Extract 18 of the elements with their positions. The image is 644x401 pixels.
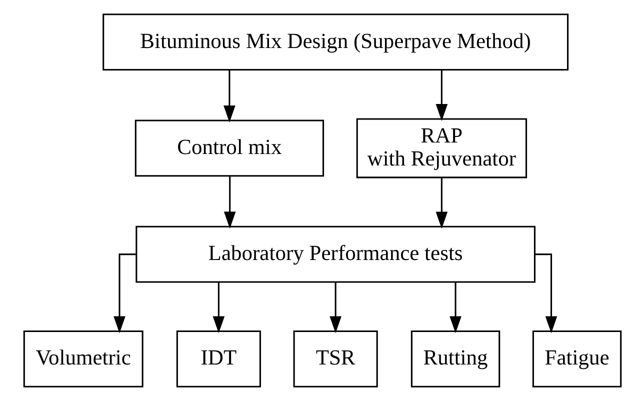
arrow bbox=[329, 282, 341, 334]
arrow bbox=[113, 254, 136, 334]
node-box: IDT bbox=[176, 330, 260, 388]
node-box: Control mix bbox=[134, 120, 324, 177]
node-box: Fatigue bbox=[532, 330, 622, 388]
node-box: TSR bbox=[292, 330, 378, 388]
arrow bbox=[435, 70, 448, 121]
arrow bbox=[212, 282, 224, 334]
node-box: Rutting bbox=[410, 330, 500, 388]
arrow bbox=[435, 178, 448, 229]
arrow bbox=[449, 282, 461, 334]
arrow bbox=[534, 254, 557, 334]
arrow bbox=[223, 70, 235, 122]
node-box: RAP with Rejuvenator bbox=[356, 118, 527, 178]
arrow bbox=[223, 176, 236, 229]
node-box: Laboratory Performance tests bbox=[135, 226, 535, 283]
node-box: Bituminous Mix Design (Superpave Method) bbox=[102, 14, 568, 71]
node-box: Volumetric bbox=[22, 330, 143, 388]
